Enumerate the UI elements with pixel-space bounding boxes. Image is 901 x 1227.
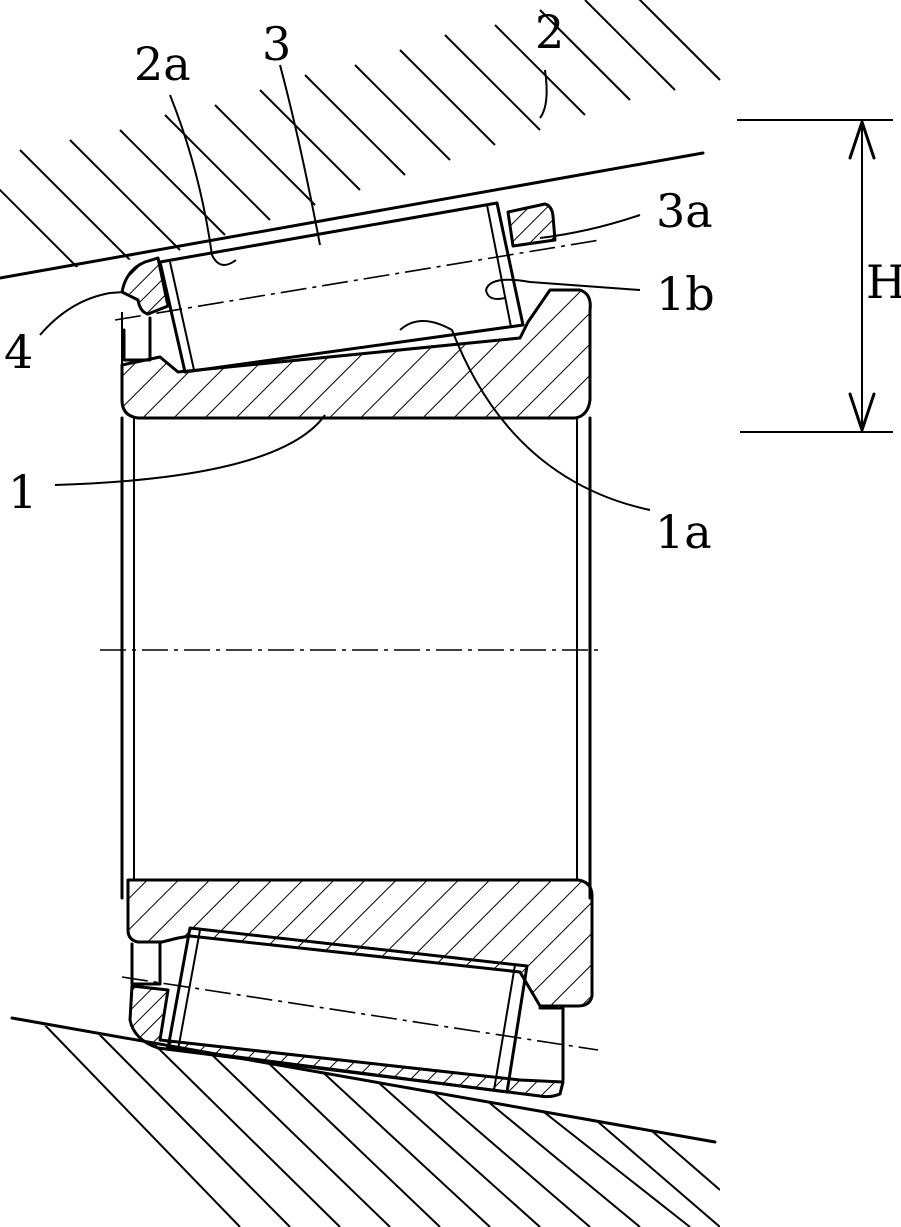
cage-bottom	[128, 942, 565, 1099]
label-inner-raceway: 1a	[655, 505, 712, 559]
label-inner-ring: 1	[8, 465, 37, 519]
inner-ring-bore	[100, 312, 600, 900]
housing-top	[0, 0, 721, 280]
label-rib-face: 1b	[656, 267, 715, 321]
label-height: H	[866, 255, 901, 309]
roller-top	[114, 201, 601, 374]
label-roller: 3	[262, 17, 291, 71]
leader-lines	[39, 64, 651, 511]
housing-bottom	[10, 1016, 720, 1227]
inner-ring-upper	[120, 288, 592, 420]
inner-ring-lower	[126, 878, 594, 1008]
label-housing: 2	[535, 5, 564, 59]
cage-top	[120, 202, 557, 362]
label-housing-raceway: 2a	[134, 37, 191, 91]
label-cage: 4	[4, 325, 33, 379]
dimension-height	[737, 119, 893, 433]
label-roller-end-face: 3a	[656, 184, 713, 238]
